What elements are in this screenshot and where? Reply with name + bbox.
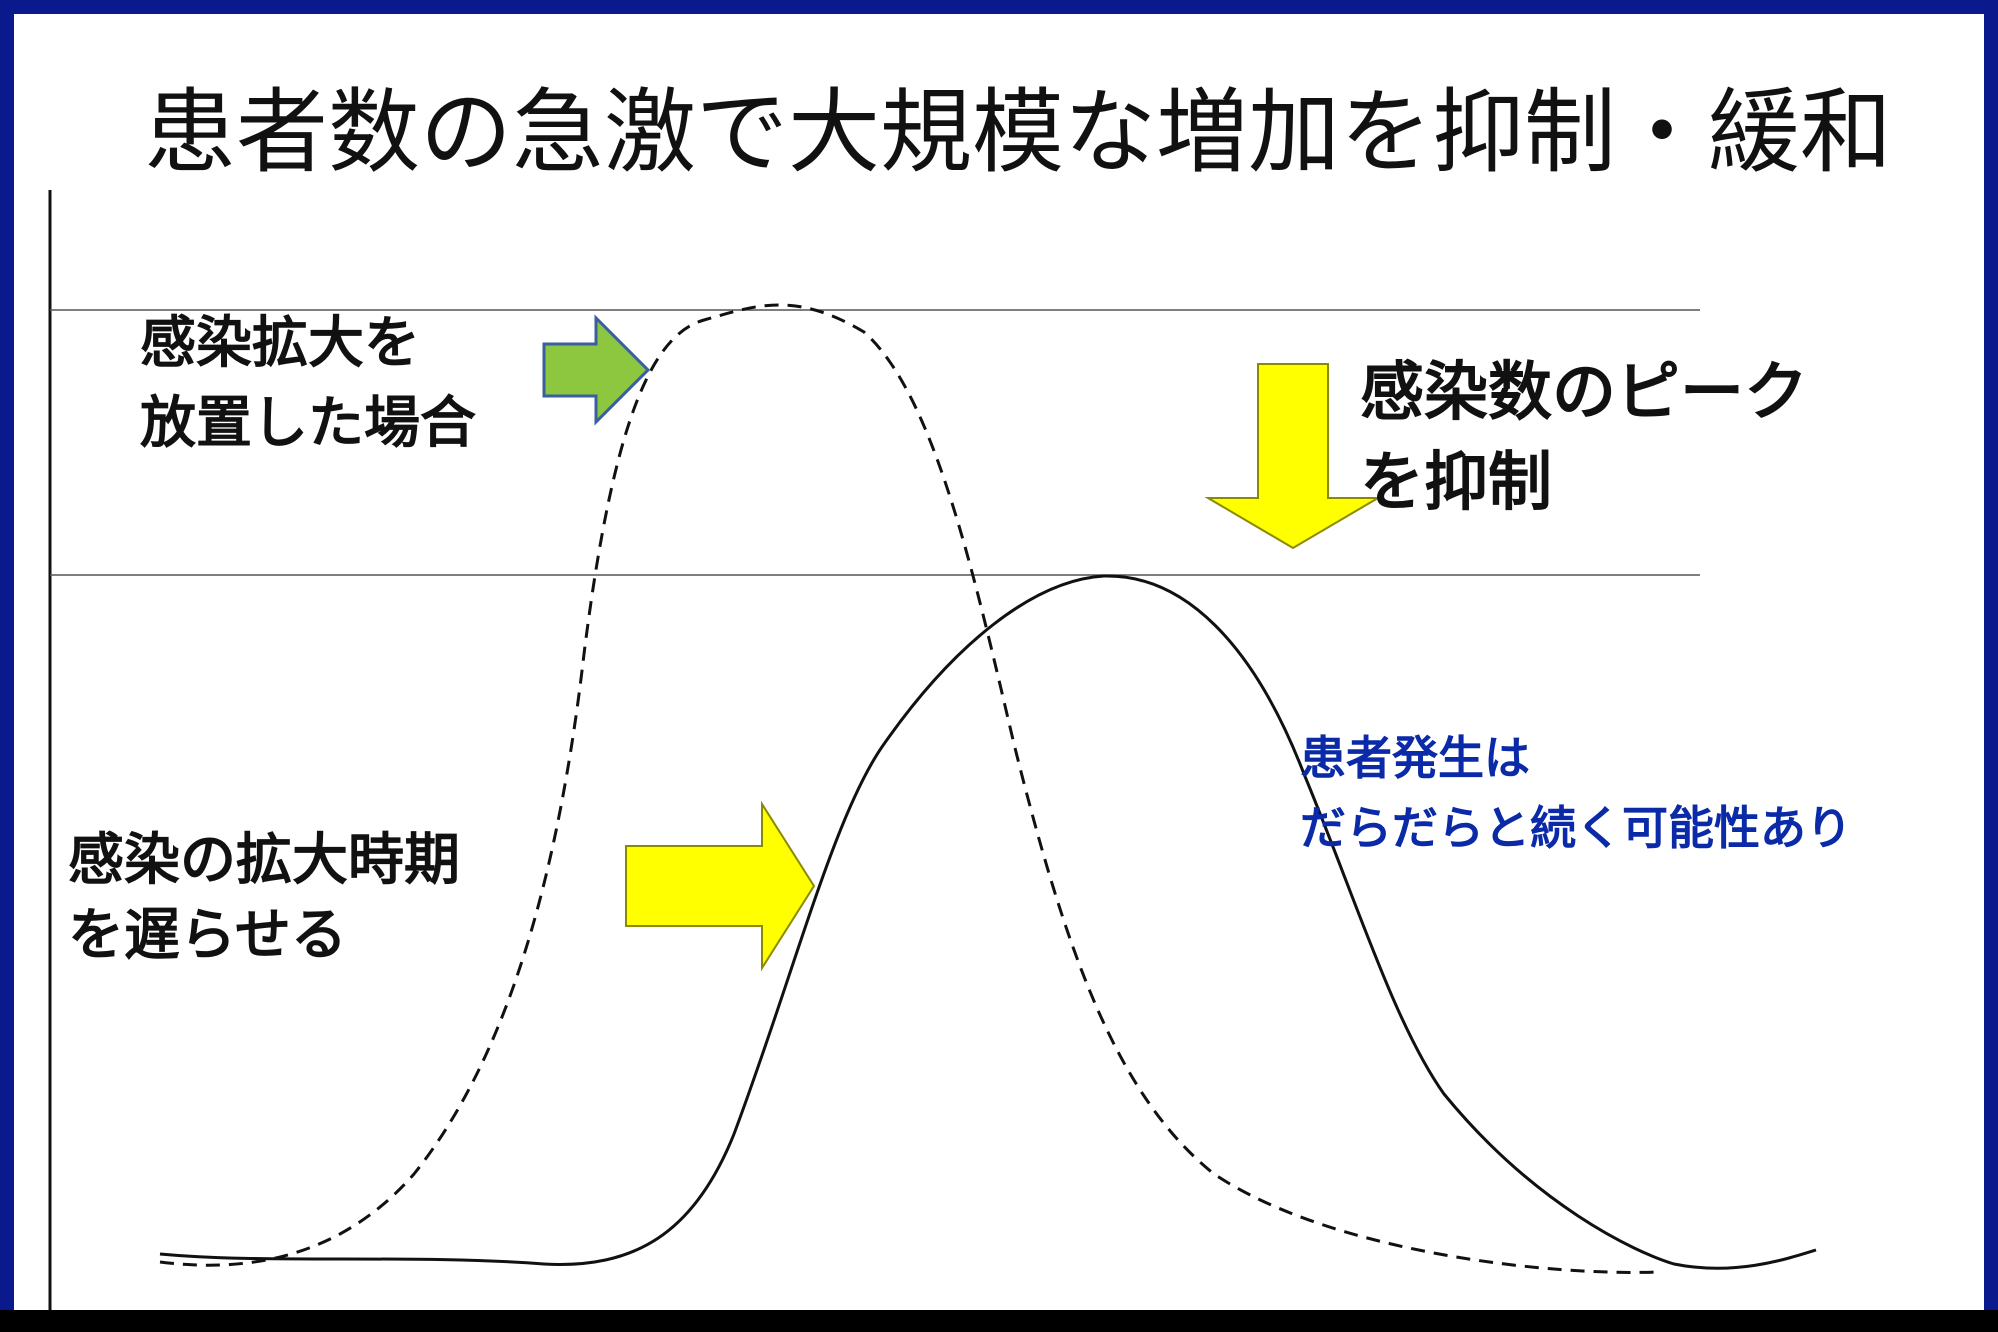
delay-label-line2: を遅らせる (68, 903, 347, 968)
green-right-arrow-icon (542, 314, 651, 426)
bottom-bar (0, 1310, 1998, 1332)
uncontrolled-label-line1: 感染拡大を (140, 311, 420, 376)
uncontrolled-curve (159, 303, 1659, 1274)
uncontrolled-label-line2: 放置した場合 (140, 391, 476, 456)
delay-label-line1: 感染の拡大時期 (68, 828, 460, 893)
mitigated-curve (159, 574, 1817, 1270)
epidemic-curve-diagram: 患者数の急激で大規模な増加を抑制・緩和 感染拡大を 放置した場合 感染数のピーク… (48, 79, 1892, 1318)
note-label-line1: 患者発生は (1300, 731, 1530, 785)
slide-frame: 患者数の急激で大規模な増加を抑制・緩和 感染拡大を 放置した場合 感染数のピーク… (14, 14, 1984, 1318)
yellow-right-arrow-icon (625, 800, 816, 972)
note-label-line2: だらだらと続く可能性あり (1300, 801, 1852, 855)
peak-label-line2: を抑制 (1360, 446, 1552, 520)
peak-label-line1: 感染数のピーク (1360, 356, 1808, 430)
yellow-down-arrow-icon (1204, 363, 1382, 550)
slide-title: 患者数の急激で大規模な増加を抑制・緩和 (144, 79, 1892, 186)
